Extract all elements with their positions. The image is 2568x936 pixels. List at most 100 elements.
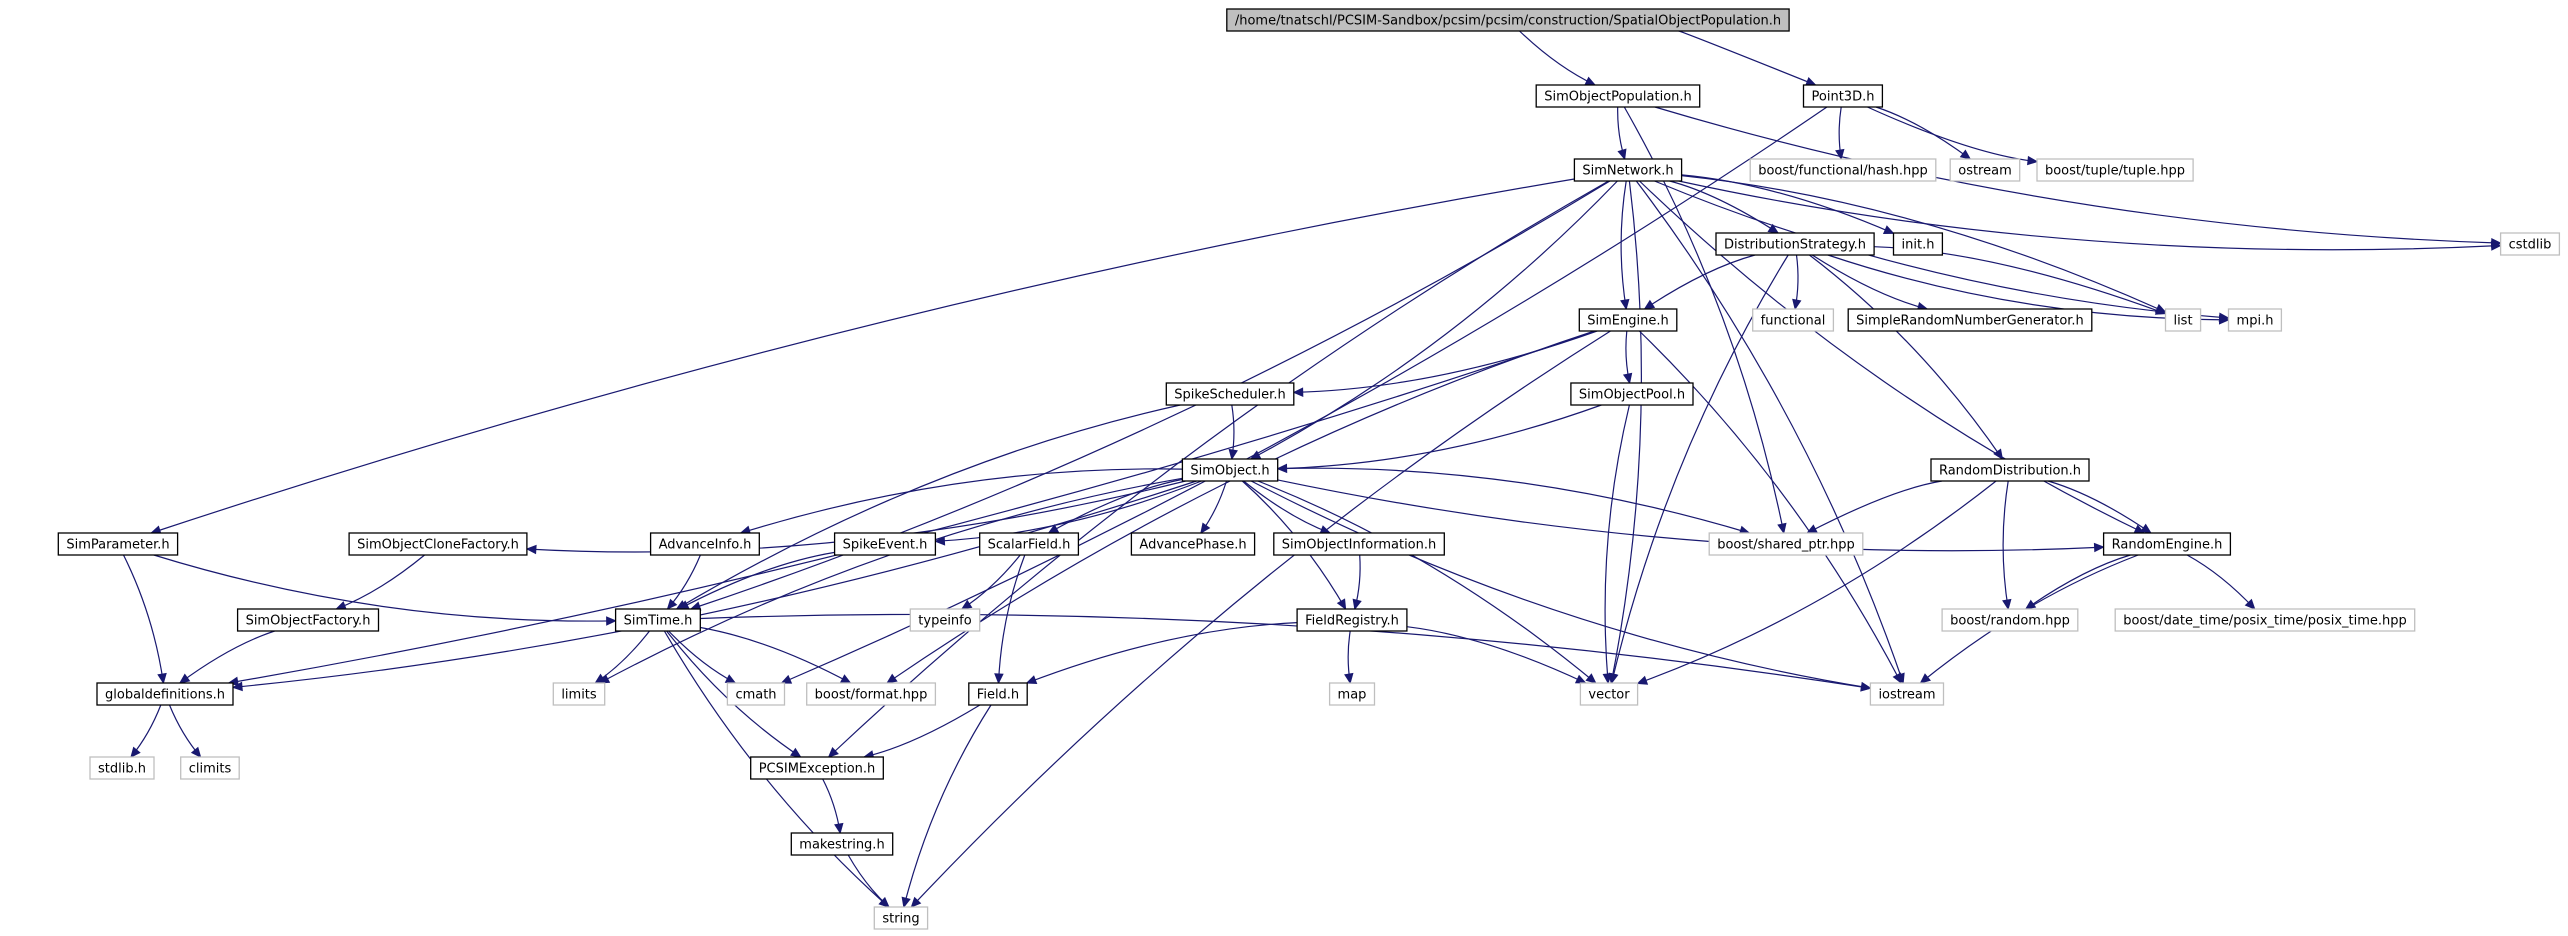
edge-arrowhead	[2024, 599, 2037, 610]
node-typeinfo: typeinfo	[909, 608, 981, 632]
edge-root-to-Point3D	[1678, 30, 1816, 86]
node-Point3D[interactable]: Point3D.h	[1802, 84, 1884, 108]
node-SimObjectFactory[interactable]: SimObjectFactory.h	[236, 608, 380, 632]
node-makestring[interactable]: makestring.h	[790, 832, 894, 856]
node-box	[750, 756, 884, 780]
node-box	[1930, 458, 2090, 482]
node-box	[1328, 682, 1376, 706]
node-label: SimParameter.h	[66, 538, 169, 553]
node-box	[1579, 682, 1639, 706]
edge-SimObject-to-ScalarField	[1048, 478, 1183, 534]
node-globaldefinitions[interactable]: globaldefinitions.h	[96, 682, 234, 706]
node-label: boost/functional/hash.hpp	[1758, 164, 1928, 179]
node-SimpleRNG[interactable]: SimpleRandomNumberGenerator.h	[1847, 308, 2093, 332]
edge-arrowhead	[1336, 598, 1347, 611]
node-box	[1802, 84, 1884, 108]
edge-arrowhead	[2027, 155, 2039, 166]
edge-SimEngine-to-string	[910, 330, 1611, 908]
node-posixTime: boost/date_time/posix_time/posix_time.hp…	[2114, 608, 2416, 632]
edge-SimObject-to-RandomEngine	[1277, 479, 2104, 552]
edge-SimObject-to-boostShared	[1277, 467, 1750, 534]
node-iostream: iostream	[1869, 682, 1945, 706]
node-SimObjectCloneFactory[interactable]: SimObjectCloneFactory.h	[348, 532, 528, 556]
edge-arrowhead	[1617, 148, 1627, 161]
node-AdvanceInfo[interactable]: AdvanceInfo.h	[649, 532, 760, 556]
node-label: boost/shared_ptr.hpp	[1717, 538, 1855, 553]
node-Field[interactable]: Field.h	[968, 682, 1028, 706]
edge-arrowhead	[2140, 523, 2152, 534]
edge-SimNetwork-to-vector	[1610, 180, 1642, 684]
node-RandomEngine[interactable]: RandomEngine.h	[2102, 532, 2232, 556]
node-box	[833, 532, 937, 556]
node-AdvancePhase[interactable]: AdvancePhase.h	[1130, 532, 1256, 556]
edge-arrowhead	[934, 536, 946, 546]
node-label: SimObjectInformation.h	[1282, 538, 1437, 553]
edge-arrowhead	[1806, 524, 1818, 534]
edge-arrowhead	[606, 616, 617, 626]
edge-SpikeEvent-to-SimTime	[678, 551, 835, 610]
node-label: SimEngine.h	[1587, 314, 1668, 329]
node-SimObject[interactable]: SimObject.h	[1181, 458, 1279, 482]
node-SimObjectPopulation[interactable]: SimObjectPopulation.h	[1535, 84, 1701, 108]
node-box	[790, 832, 894, 856]
edge-SimNetwork-to-iostream	[1635, 180, 1904, 684]
node-SimParameter[interactable]: SimParameter.h	[57, 532, 179, 556]
edge-arrowhead	[190, 746, 202, 758]
edge-SimObject-to-SimObjectInformation	[1243, 480, 1331, 534]
edge-SimObject-to-SpikeEvent	[935, 480, 1202, 542]
edge-DistributionStrategy-to-list	[1873, 246, 2166, 315]
node-box	[1941, 608, 2079, 632]
node-root[interactable]: /home/tnatschl/PCSIM-Sandbox/pcsim/pcsim…	[1226, 8, 1790, 32]
node-SimObjectPool[interactable]: SimObjectPool.h	[1570, 382, 1694, 406]
edge-arrowhead	[1228, 448, 1238, 461]
edge-arrowhead	[1584, 76, 1597, 86]
node-SpikeEvent[interactable]: SpikeEvent.h	[833, 532, 937, 556]
node-functional: functional	[1752, 308, 1835, 332]
node-initH[interactable]: init.h	[1892, 232, 1944, 256]
edge-arrowhead	[1025, 675, 1038, 685]
node-label: list	[2173, 314, 2192, 329]
node-PCSIMException[interactable]: PCSIMException.h	[750, 756, 884, 780]
edge-arrowhead	[666, 598, 678, 610]
node-boostFormat: boost/format.hpp	[806, 682, 937, 706]
edge-SimNetwork-to-SimParameter	[151, 178, 1575, 534]
node-label: ScalarField.h	[988, 538, 1071, 553]
node-DistributionStrategy[interactable]: DistributionStrategy.h	[1715, 232, 1875, 256]
node-label: iostream	[1878, 688, 1935, 703]
node-SpikeScheduler[interactable]: SpikeScheduler.h	[1165, 382, 1295, 406]
node-label: globaldefinitions.h	[105, 688, 225, 703]
node-RandomDistribution[interactable]: RandomDistribution.h	[1930, 458, 2090, 482]
node-box	[979, 532, 1080, 556]
node-ScalarField[interactable]: ScalarField.h	[979, 532, 1080, 556]
edge-arrowhead	[1882, 225, 1895, 235]
node-SimTime[interactable]: SimTime.h	[614, 608, 701, 632]
node-label: map	[1338, 688, 1367, 703]
edge-SimNetwork-to-RandomEngine	[1639, 180, 2145, 534]
node-label: SimNetwork.h	[1582, 164, 1673, 179]
edge-arrowhead	[1643, 299, 1656, 310]
node-SimNetwork[interactable]: SimNetwork.h	[1573, 158, 1683, 182]
edge-arrowhead	[1919, 673, 1931, 684]
node-label: string	[882, 912, 919, 927]
node-string: string	[873, 906, 929, 930]
node-SimEngine[interactable]: SimEngine.h	[1578, 308, 1678, 332]
node-box	[2227, 308, 2283, 332]
edge-arrowhead	[2002, 598, 2012, 611]
edge-arrowhead	[1602, 673, 1613, 685]
node-label: boost/format.hpp	[815, 688, 928, 703]
node-label: /home/tnatschl/PCSIM-Sandbox/pcsim/pcsim…	[1235, 14, 1781, 29]
edge-RandomDistribution-to-boostRandom	[2002, 480, 2009, 610]
node-box	[1573, 158, 1683, 182]
edge-arrowhead	[1574, 674, 1587, 684]
node-box	[873, 906, 929, 930]
edge-SimNetwork-to-mpi	[1654, 180, 2229, 319]
node-SimObjectInformation[interactable]: SimObjectInformation.h	[1273, 532, 1445, 556]
edge-RandomEngine-to-boostRandom	[2025, 554, 2131, 610]
node-label: SimObjectPool.h	[1579, 388, 1685, 403]
node-box	[2499, 232, 2561, 256]
edge-SimObjectPopulation-to-cstdlib	[1654, 106, 2501, 244]
edge-makestring-to-string	[847, 854, 890, 908]
node-box	[552, 682, 606, 706]
node-FieldRegistry[interactable]: FieldRegistry.h	[1296, 608, 1408, 632]
